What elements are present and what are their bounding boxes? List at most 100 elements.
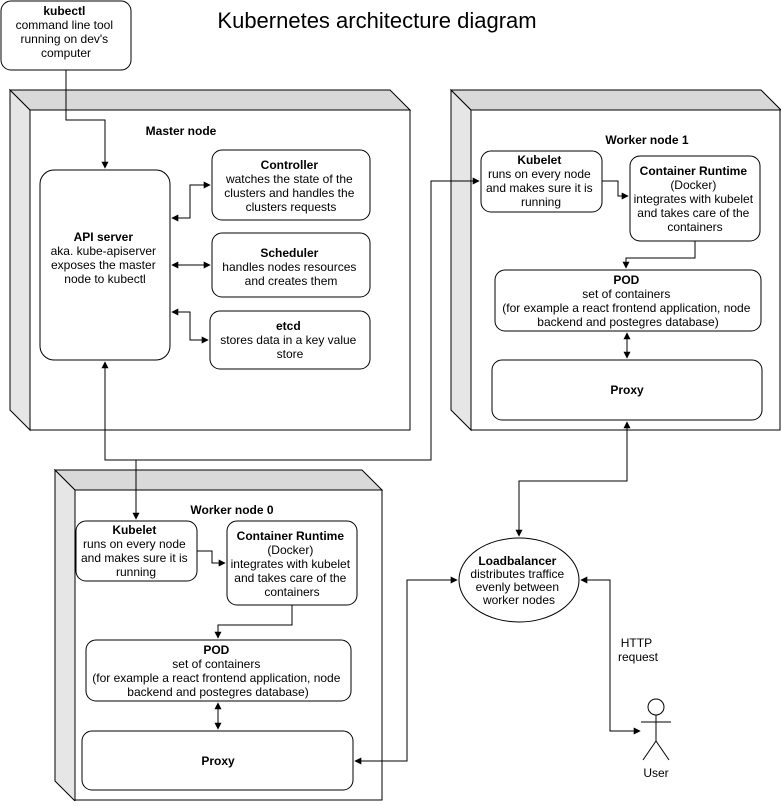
http-request-line: request <box>618 650 659 664</box>
wn1-kubelet-line: runs on every node <box>488 167 591 181</box>
connectors <box>65 70 696 765</box>
etcd-line: store <box>277 347 304 361</box>
wn0-pod-line: (for example a react frontend applicatio… <box>92 671 340 685</box>
wn1-pod-box: POD set of containers (for example a rea… <box>494 269 762 332</box>
wn0-pod-line: backend and postegres database) <box>127 685 308 699</box>
etcd-title: etcd <box>276 319 301 333</box>
wn0-runtime-title: Container Runtime <box>237 529 345 543</box>
wn1-runtime-title: Container Runtime <box>640 164 748 178</box>
svg-text:Kubelet runs on every no: Kubelet runs on every node and makes sur… <box>81 523 191 579</box>
loadbalancer-line: evenly between <box>476 580 559 594</box>
wn0-runtime-line: (Docker) <box>267 543 313 557</box>
worker-node-0-label: Worker node 0 <box>190 503 273 517</box>
worker-node-0-side <box>54 468 76 803</box>
wn1-kubelet-title: Kubelet <box>517 153 561 167</box>
controller-line: watches the state of the <box>225 172 353 186</box>
wn1-proxy-title: Proxy <box>610 383 644 397</box>
user-icon <box>641 698 671 761</box>
wn1-kubelet-line: running <box>521 195 561 209</box>
api-server-box: API server aka. kube-apiserver exposes t… <box>39 169 171 361</box>
wn1-proxy-shape <box>491 359 763 421</box>
connector-api-wn1-kubelet <box>101 177 480 461</box>
wn1-runtime-line: integrates with kubelet <box>634 192 754 206</box>
svg-text:Kubelet runs on every no: Kubelet runs on every node and makes sur… <box>486 153 596 209</box>
http-request-label: HTTP request <box>618 636 659 664</box>
loadbalancer-title: Loadbalancer <box>478 554 556 568</box>
svg-text:Container Runtime (Docke: Container Runtime (Docker) integrates wi… <box>231 529 354 599</box>
controller-title: Controller <box>261 158 319 172</box>
connector-wn1-kubelet-runtime <box>602 180 629 200</box>
scheduler-title: Scheduler <box>260 246 318 260</box>
svg-text:Loadbalancer distributes: Loadbalancer distributes traffice evenly… <box>470 554 567 607</box>
wn1-pod-line: backend and postegres database) <box>537 315 718 329</box>
wn0-pod-line: set of containers <box>172 657 260 671</box>
wn0-runtime-line: containers <box>264 585 319 599</box>
wn1-pod-shape <box>494 269 762 332</box>
controller-box: Controller watches the state of the clus… <box>211 149 371 221</box>
api-server-line: node to kubectl <box>64 272 145 286</box>
wn0-proxy-shape <box>81 730 354 791</box>
wn0-runtime-line: integrates with kubelet <box>231 557 351 571</box>
kubectl-line: running on dev's <box>20 32 108 46</box>
connector-wn1-runtime-pod <box>622 241 696 269</box>
svg-text:kubectl command line too: kubectl command line tool running on dev… <box>16 4 117 60</box>
user-actor: User <box>641 698 671 780</box>
wn1-pod-line: set of containers <box>582 287 670 301</box>
kubectl-line: command line tool <box>16 18 113 32</box>
wn0-kubelet-line: and makes sure it is <box>81 551 188 565</box>
wn0-kubelet-box: Kubelet runs on every node and makes sur… <box>75 520 198 582</box>
wn0-pod-shape <box>85 639 352 702</box>
loadbalancer-ellipse <box>458 537 580 623</box>
wn0-kubelet-line: runs on every node <box>83 537 186 551</box>
wn0-pod-title: POD <box>203 643 229 657</box>
wn1-pod-title: POD <box>613 273 639 287</box>
loadbalancer-line: worker nodes <box>482 593 555 607</box>
worker-node-0-top <box>53 469 384 491</box>
kubectl-title: kubectl <box>43 4 85 18</box>
master-node-label: Master node <box>146 124 217 138</box>
loadbalancer-node: Loadbalancer distributes traffice evenly… <box>458 537 580 623</box>
wn1-runtime-line: and takes care of the <box>637 206 749 220</box>
wn1-runtime-line: (Docker) <box>670 178 716 192</box>
wn1-kubelet-box: Kubelet runs on every node and makes sur… <box>480 150 603 213</box>
connector-wn0-kubelet-runtime <box>197 550 226 567</box>
api-server-title: API server <box>74 230 134 244</box>
etcd-line: stores data in a key value <box>220 333 356 347</box>
api-server-line: exposes the master <box>51 258 156 272</box>
connector-wn0-runtime-pod <box>214 605 293 639</box>
api-server-line: aka. kube-apiserver <box>51 244 156 258</box>
scheduler-line: handles nodes resources <box>222 260 356 274</box>
svg-text:Container Runtime (Docke: Container Runtime (Docker) integrates wi… <box>634 164 757 234</box>
svg-text:POD set of containers: POD set of containers (for example a rea… <box>92 643 344 699</box>
scheduler-box: Scheduler handles nodes resources and cr… <box>211 232 371 298</box>
loadbalancer-line: distributes traffice <box>470 567 564 581</box>
connector-kubectl-api <box>65 70 109 169</box>
http-request-line: HTTP <box>621 636 652 650</box>
connector-lb-wn1-proxy <box>515 421 631 537</box>
kubectl-line: computer <box>41 46 91 60</box>
wn0-proxy-box: Proxy <box>81 730 354 791</box>
wn1-proxy-box: Proxy <box>491 359 763 421</box>
connector-user-lb <box>580 576 641 735</box>
master-node-top <box>8 89 412 111</box>
user-label: User <box>643 766 668 780</box>
wn0-runtime-line: and takes care of the <box>234 571 346 585</box>
svg-text:POD set of containers: POD set of containers (for example a rea… <box>502 273 754 329</box>
wn0-kubelet-line: running <box>116 565 156 579</box>
wn0-kubelet-title: Kubelet <box>112 523 156 537</box>
wn0-pod-box: POD set of containers (for example a rea… <box>85 639 352 702</box>
scheduler-line: and creates them <box>245 274 338 288</box>
wn0-proxy-title: Proxy <box>201 754 235 768</box>
worker-node-1-top <box>449 89 781 111</box>
diagram-title: Kubernetes architecture diagram <box>217 8 536 33</box>
controller-line: clusters and handles the <box>224 186 354 200</box>
worker-node-1-side <box>450 88 472 432</box>
wn1-runtime-line: containers <box>667 220 722 234</box>
controller-line: clusters requests <box>246 200 337 214</box>
kubectl-box: kubectl command line tool running on dev… <box>0 0 132 71</box>
connector-lb-wn0-proxy <box>354 576 458 765</box>
wn1-kubelet-line: and makes sure it is <box>486 181 593 195</box>
etcd-box: etcd stores data in a key value store <box>209 310 371 370</box>
